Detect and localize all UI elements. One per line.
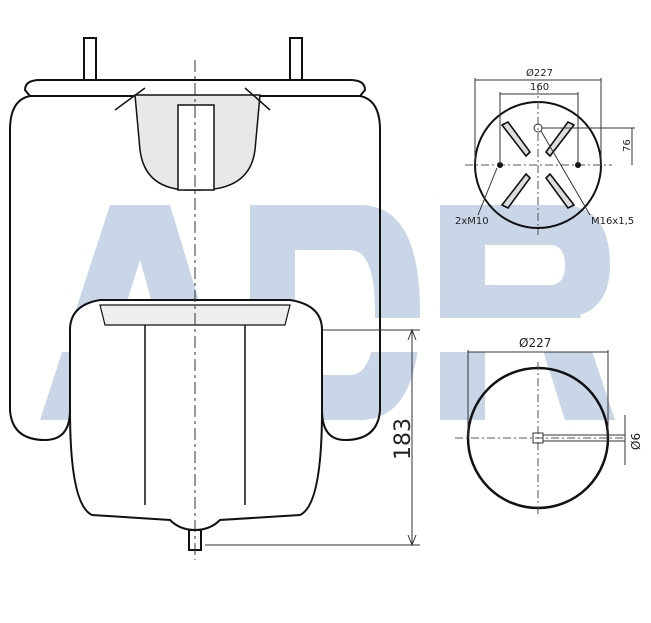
air-port-label: M16x1,5	[591, 216, 634, 227]
side-view	[9, 37, 381, 560]
hole-label: Ø6	[629, 433, 643, 450]
bottom-diameter-label: Ø227	[519, 336, 551, 350]
bottom-view	[455, 350, 626, 515]
top-view	[465, 78, 635, 235]
height-label: 183	[391, 418, 416, 460]
height-dimension	[205, 328, 420, 547]
bolt-spacing-label: 160	[530, 82, 549, 93]
top-diameter-label: Ø227	[526, 67, 553, 79]
watermark-letter-r	[440, 205, 615, 420]
offset-label: 76	[622, 139, 633, 152]
bolt-label: 2xM10	[455, 216, 489, 227]
